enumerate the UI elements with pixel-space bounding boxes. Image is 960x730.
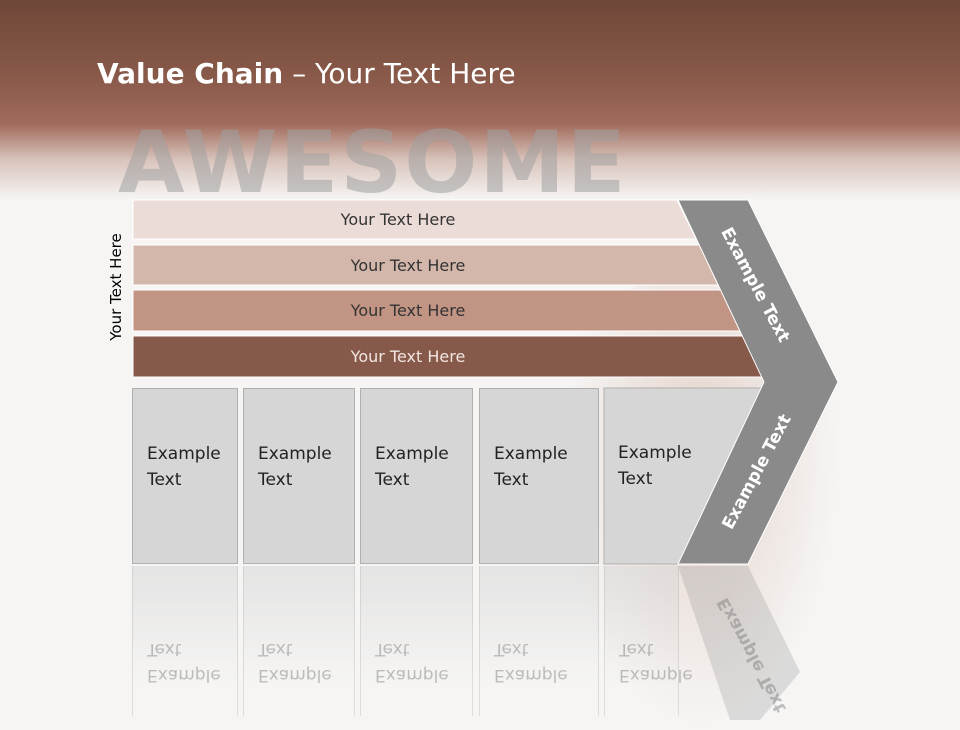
slide-title-bold: Value Chain (97, 57, 284, 90)
header-band (0, 0, 960, 200)
box-3-reflection-text: Example Text (375, 636, 449, 688)
box-4-reflection-line1: Example (494, 665, 568, 685)
box-5-reflection: Example Text (604, 566, 693, 716)
box-3-reflection-line1: Example (375, 665, 449, 685)
box-1-line2: Text (147, 470, 182, 490)
box-5-line1: Example (618, 443, 692, 463)
bar-2: Your Text Here (133, 246, 703, 284)
box-5-reflection-line2: Text (619, 639, 654, 659)
box-2-reflection-line2: Text (258, 639, 293, 659)
box-4-reflection-text: Example Text (494, 636, 568, 688)
chevron-reflection (678, 566, 800, 720)
box-3-reflection-line2: Text (375, 639, 410, 659)
slide-title: Value Chain – Your Text Here (97, 54, 516, 94)
bar-4: Your Text Here (133, 337, 703, 375)
box-2-line2: Text (258, 470, 293, 490)
box-3-reflection: Example Text (360, 566, 473, 716)
box-5-reflection-line1: Example (619, 665, 693, 685)
bar-1-label: Your Text Here (340, 209, 456, 229)
box-4-reflection-line2: Text (494, 639, 529, 659)
awesome-watermark: AWESOME (118, 113, 628, 213)
bar-4-label: Your Text Here (350, 346, 466, 366)
bar-3-label: Your Text Here (350, 300, 466, 320)
box-2-line1: Example (258, 444, 332, 464)
chevron-arrow (677, 199, 839, 565)
box-1-reflection-text: Example Text (147, 636, 221, 688)
slide-title-rest: – Your Text Here (283, 57, 516, 90)
box-4-line1: Example (494, 444, 568, 464)
box-5-reflection-text: Example Text (619, 636, 693, 688)
box-5-line2: Text (618, 469, 653, 489)
bar-2-label: Your Text Here (350, 255, 466, 275)
bar-1: Your Text Here (133, 200, 683, 238)
box-4-line2: Text (494, 470, 529, 490)
box-2-reflection-text: Example Text (258, 636, 332, 688)
bar-3: Your Text Here (133, 291, 703, 329)
box-1-reflection-line2: Text (147, 639, 182, 659)
box-2-reflection-line1: Example (258, 665, 332, 685)
box-1-line1: Example (147, 444, 221, 464)
box-3-line2: Text (375, 470, 410, 490)
box-1-reflection-line1: Example (147, 665, 221, 685)
box-4-reflection: Example Text (479, 566, 599, 716)
box-3-line1: Example (375, 444, 449, 464)
box-2-reflection: Example Text (243, 566, 355, 716)
box-1-reflection: Example Text (132, 566, 238, 716)
